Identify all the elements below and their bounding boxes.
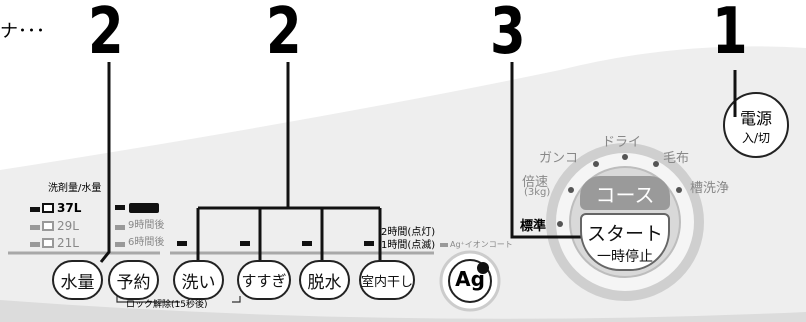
pause-label: 一時停止 — [597, 248, 653, 265]
callout-number-start: 3 — [490, 0, 526, 69]
course-double-speed-capacity: (3kg) — [524, 187, 551, 198]
course-dry[interactable]: ドライ — [602, 135, 642, 150]
callout-number-wash-group: 2 — [266, 0, 302, 69]
wash-button[interactable]: 洗い — [173, 260, 224, 300]
detergent-title: 洗剤量/水量 — [48, 183, 102, 194]
power-button-ring — [723, 92, 789, 158]
header-fragment: ナ･･･ — [0, 21, 45, 42]
ag-coat-button[interactable]: Ag — [455, 267, 485, 291]
timer-lamp-icon — [115, 203, 161, 213]
spin-lamp — [302, 241, 312, 246]
level-29: 29L — [57, 219, 79, 233]
start-label: スタート — [586, 222, 663, 245]
rinse-button[interactable]: すすぎ — [237, 260, 291, 300]
power-label-sub: 入/切 — [741, 130, 771, 145]
course-tub-clean[interactable]: 槽洗浄 — [690, 181, 730, 196]
indoor-dry-info-2: 1時間(点滅) — [381, 240, 436, 251]
course-double-speed[interactable]: 倍速 — [522, 175, 549, 190]
spin-button[interactable]: 脱水 — [299, 260, 350, 300]
course-button[interactable]: コース — [580, 176, 670, 210]
callout-number-1-water: 2 — [88, 0, 124, 69]
reserve-button[interactable]: 予約 — [108, 260, 159, 300]
wash-lamp — [177, 241, 187, 246]
callout-lines — [99, 62, 737, 263]
level-37: 37L — [57, 201, 82, 215]
course-blanket[interactable]: 毛布 — [663, 151, 690, 166]
water-level-button[interactable]: 水量 — [52, 260, 103, 300]
indoor-dry-lamp — [364, 241, 374, 246]
callout-number-power: 1 — [712, 0, 748, 69]
course-button-label: コース — [595, 182, 655, 207]
power-button[interactable]: 電源 入/切 — [724, 93, 788, 157]
course-gankо[interactable]: ガンコ — [539, 151, 579, 166]
indoor-dry-info-1: 2時間(点灯) — [381, 227, 436, 238]
ag-coat-label: Ag⁺イオンコート — [450, 240, 513, 249]
course-standard[interactable]: 標準 — [520, 219, 547, 234]
rinse-lamp — [240, 241, 250, 246]
lock-release-note: ロック解除(15秒後) — [126, 300, 208, 310]
level-21: 21L — [57, 236, 79, 250]
indoor-dry-button[interactable]: 室内干し — [359, 260, 415, 300]
power-label-main: 電源 — [739, 108, 772, 128]
start-pause-button[interactable]: スタート 一時停止 — [580, 213, 670, 271]
